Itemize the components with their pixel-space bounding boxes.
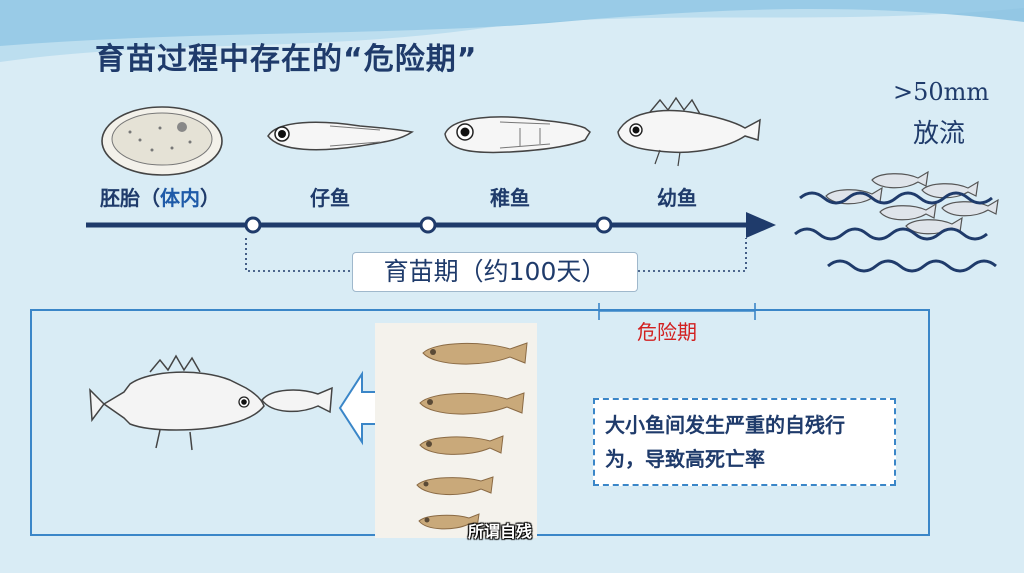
release-label: 放流: [913, 119, 966, 149]
header-wave-light: [0, 0, 1024, 62]
cannibalism-illustration: [89, 354, 333, 451]
juvenile-illustration: [444, 116, 591, 154]
timeline-node-juvenile: [419, 216, 437, 234]
slide-title: 育苗过程中存在的“危险期”: [95, 42, 478, 77]
timeline-node-larva: [244, 216, 262, 234]
stage-label-young-fish: 幼鱼: [657, 186, 697, 210]
larva-illustration: [267, 121, 414, 151]
nursery-period-label: 育苗期（约100天）: [352, 252, 638, 292]
stage-label-juvenile: 稚鱼: [490, 186, 530, 210]
danger-period-label: 危险期: [637, 320, 697, 344]
released-fish-school: [825, 170, 999, 235]
young-fish-illustration: [617, 96, 761, 167]
release-size: >50mm: [893, 78, 990, 106]
timeline-arrowhead: [746, 212, 776, 238]
cannibalism-note: 大小鱼间发生严重的自残行为，导致高死亡率: [593, 398, 896, 486]
nursery-period-bracket: [245, 238, 747, 272]
embryo-illustration: [101, 106, 223, 176]
photo-caption: 所谓自残: [468, 522, 533, 541]
photo-fish-drawing: [416, 342, 528, 530]
stage-label-larva: 仔鱼: [310, 186, 350, 210]
timeline-node-young: [595, 216, 613, 234]
danger-period-bracket: [598, 303, 756, 320]
juvenile-fish-photo: [375, 323, 537, 538]
water-waves: [794, 191, 997, 273]
stage-label-embryo: 胚胎（体内）: [100, 186, 220, 210]
